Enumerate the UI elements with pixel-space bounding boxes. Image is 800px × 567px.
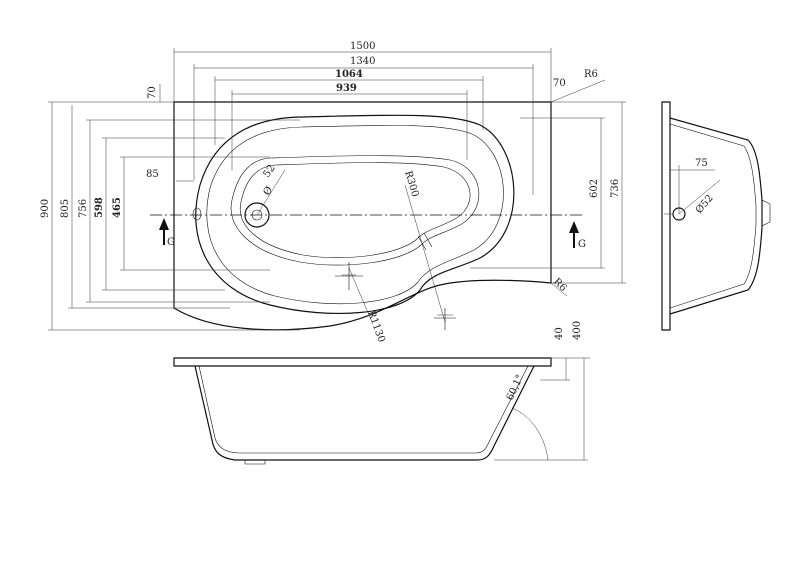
section-arrow-right xyxy=(569,221,579,248)
right-vertical-dimensions: 602 736 R6 xyxy=(470,101,626,294)
r300-leader xyxy=(404,184,446,323)
dim-1500: 1500 xyxy=(350,41,375,52)
side-feet xyxy=(244,460,266,465)
dim-400: 400 xyxy=(572,321,583,340)
dim-598: 598 xyxy=(94,197,105,218)
end-body-inner xyxy=(669,123,757,309)
section-label-left: G xyxy=(167,237,175,248)
end-body xyxy=(669,117,763,315)
dim-736: 736 xyxy=(610,179,621,198)
dim-756: 756 xyxy=(78,199,89,218)
side-body-inner xyxy=(198,365,529,454)
top-view: G G xyxy=(150,79,606,331)
angle-arc xyxy=(511,407,549,461)
dim-85: 85 xyxy=(146,169,159,180)
side-body xyxy=(194,365,535,461)
tub-outer-rim xyxy=(173,101,552,331)
tub-floor-inner xyxy=(239,162,471,258)
dim-1064: 1064 xyxy=(335,69,363,80)
end-diameter-label: Ø52 xyxy=(694,193,716,216)
end-foot xyxy=(761,199,771,227)
dim-75: 75 xyxy=(695,158,708,169)
end-flange xyxy=(661,101,671,331)
dim-70-left: 70 xyxy=(147,86,158,99)
dim-40: 40 xyxy=(554,327,565,340)
dim-1340: 1340 xyxy=(350,56,375,67)
r6-top-leader xyxy=(550,79,606,103)
r300-label: R300 xyxy=(402,170,420,199)
side-view: 40 400 60,1° xyxy=(173,321,590,465)
dim-465: 465 xyxy=(112,197,123,218)
overflow-hole xyxy=(192,207,202,221)
r1130-label: R1130 xyxy=(365,309,387,344)
arc-center-mark-1 xyxy=(335,262,363,290)
horizontal-dimensions: 1500 1340 1064 939 70 R6 85 xyxy=(146,41,598,195)
r6-bottom-label: R6 xyxy=(551,276,569,294)
dim-939: 939 xyxy=(336,83,357,94)
left-vertical-dimensions: 900 805 756 598 465 70 xyxy=(40,84,300,331)
drain-diameter-value: 52 xyxy=(261,163,277,180)
r6-bottom-leader xyxy=(550,282,568,297)
section-label-right: G xyxy=(578,239,586,250)
tub-inner-bowl xyxy=(195,114,515,315)
r6-top-label: R6 xyxy=(584,69,598,80)
drain-diameter-symbol: Ø xyxy=(261,185,275,198)
drain-leader xyxy=(256,169,286,216)
arc-center-mark-2 xyxy=(434,308,456,330)
tub-inner-bowl-offset xyxy=(206,125,504,305)
r1130-leader xyxy=(348,267,373,323)
dim-70-right: 70 xyxy=(553,78,566,89)
dim-900: 900 xyxy=(40,199,51,218)
side-rim xyxy=(173,357,552,367)
dim-805: 805 xyxy=(60,199,71,218)
dim-602: 602 xyxy=(589,179,600,198)
end-view: 75 Ø52 xyxy=(661,101,771,331)
section-arrow-left xyxy=(159,218,169,245)
